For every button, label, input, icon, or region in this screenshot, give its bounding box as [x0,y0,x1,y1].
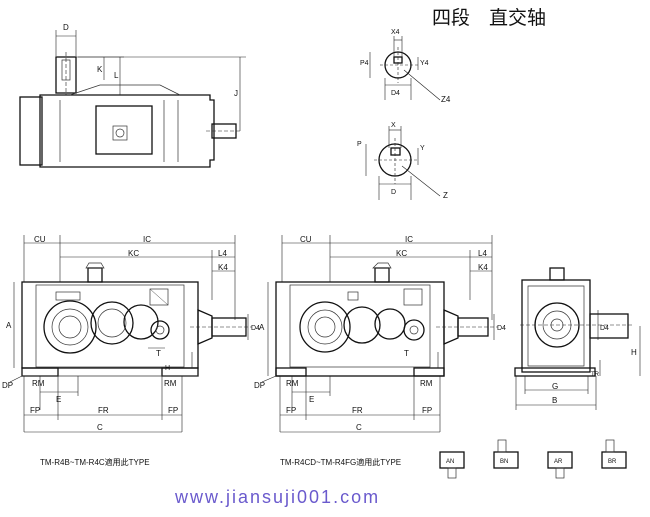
dim-dp-left: DP [2,381,13,390]
dim-z4: Z4 [441,95,451,104]
arrangement-ar: AR [547,451,573,479]
arrangement-an: AN [439,451,465,479]
dim-y4: Y4 [420,60,429,67]
dim-e-mid: E [309,395,314,404]
middle-gear-2 [343,306,381,344]
left-front-view: CU IC KC L4 K4 D4 [2,235,260,467]
dim-rm1-left: RM [32,379,45,388]
dim-l4-mid: L4 [478,249,487,258]
dim-tr-side: TR [591,372,600,378]
middle-gear-large [299,301,351,353]
dim-fp1-mid: FP [286,406,296,415]
arrangement-label-bn: BN [500,459,508,465]
middle-input-hub [403,319,425,341]
dim-p4: P4 [360,60,369,67]
dim-kc-mid: KC [396,249,407,258]
middle-gear-3 [374,308,406,340]
dim-c-left: C [97,423,103,432]
dim-k4-left: K4 [218,263,228,272]
dim-d4-left: D4 [251,325,260,332]
caption-middle: TM-R4CD~TM-R4FG適用此TYPE [280,457,401,467]
dim-ic-mid: IC [405,235,413,244]
left-gear-mid [90,301,134,345]
dim-t-mid: T [404,349,409,358]
middle-front-view: CU IC KC L4 K4 D4 [254,235,506,467]
dim-p: P [357,141,362,148]
top-cover [95,105,153,155]
dim-z: Z [443,191,448,200]
dim-h-side: H [631,348,637,357]
left-housing [21,281,199,369]
side-view: D4 H TR G B [514,267,641,410]
dim-d: D [63,23,69,32]
dim-fp1-left: FP [30,406,40,415]
page-title: 四段 直交轴 [432,7,546,29]
dim-b-side: B [552,396,557,405]
dim-dp-mid: DP [254,381,265,390]
left-gear-small [123,304,159,340]
arrangement-label-ar: AR [554,459,563,465]
dim-fp2-mid: FP [422,406,432,415]
left-foot-left [21,367,59,377]
dim-d4-mid: D4 [497,325,506,332]
dim-fr-left: FR [98,406,109,415]
dim-c-mid: C [356,423,362,432]
left-breather [87,267,103,283]
dim-d4: D4 [391,90,400,97]
dim-ic-left: IC [143,235,151,244]
top-housing [39,94,215,168]
dim-k4-mid: K4 [478,263,488,272]
arrangement-br: BR [601,439,627,469]
arrangement-label-br: BR [608,459,617,465]
dim-rm2-mid: RM [420,379,433,388]
dim-y: Y [420,145,425,152]
dim-fr-mid: FR [352,406,363,415]
top-input-shaft [55,56,77,94]
side-input-shaft [589,313,629,339]
dim-kc-left: KC [128,249,139,258]
dim-cu-mid: CU [300,235,312,244]
dim-d-shaft: D [391,189,396,196]
left-gear-large [43,300,97,354]
top-view: D K L J [19,23,246,168]
arrangement-bn: BN [493,439,519,469]
middle-housing [275,281,445,377]
dim-t-left: T [156,349,161,358]
dim-x: X [391,122,396,129]
dim-k: K [97,65,103,74]
left-input-hub [150,320,170,340]
dim-h-left: H [165,365,170,372]
dim-g-side: G [552,382,558,391]
footer-url: www.jiansuji001.com [174,487,380,507]
middle-breather [374,267,390,283]
dim-e-left: E [56,395,61,404]
dim-a-left: A [6,321,12,330]
dim-a-mid: A [259,323,265,332]
dim-rm2-left: RM [164,379,177,388]
dim-rm1-mid: RM [286,379,299,388]
dim-x4: X4 [391,29,400,36]
dim-l: L [114,71,119,80]
caption-left: TM-R4B~TM-R4C適用此TYPE [40,457,150,467]
dim-l4-left: L4 [218,249,227,258]
dim-cu-left: CU [34,235,46,244]
dim-fp2-left: FP [168,406,178,415]
dim-j: J [234,89,238,98]
side-housing [521,279,591,373]
shaft-detail-small: X4 P4 Y4 D4 Z4 [360,29,451,104]
arrangement-icons: AN BN AR BR [439,439,627,479]
top-left-flange [19,96,43,166]
dim-d4-side: D4 [600,325,609,332]
shaft-detail-large: X P Y D Z [357,122,448,200]
arrangement-label-an: AN [446,459,454,465]
